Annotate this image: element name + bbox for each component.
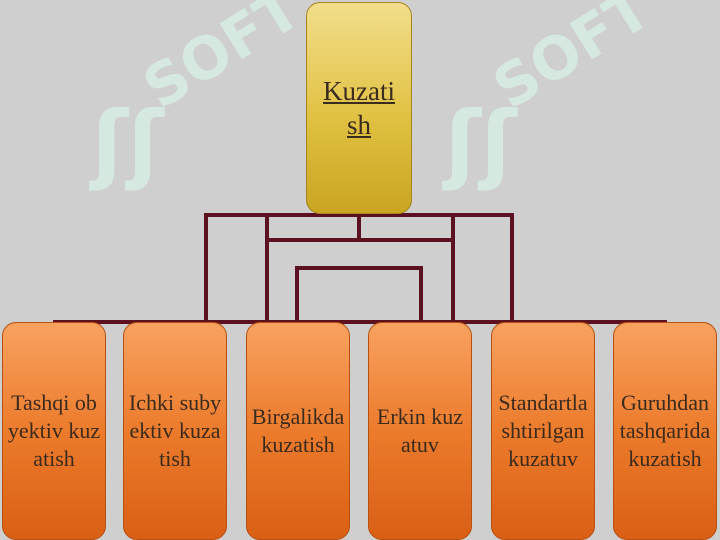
child-node-label: Tashqi obyektiv kuzatish (7, 390, 101, 471)
child-node-1: Tashqi obyektiv kuzatish (2, 322, 106, 540)
root-node: Kuzatish (306, 2, 412, 214)
child-node-6: Guruhdan tashqarida kuzatish (613, 322, 717, 540)
child-node-label: Birgalikda kuzatish (251, 404, 345, 457)
child-node-3: Birgalikda kuzatish (246, 322, 350, 540)
child-node-5: Standartlashtirilgan kuzatuv (491, 322, 595, 540)
child-node-label: Guruhdan tashqarida kuzatish (619, 390, 711, 471)
root-node-label: Kuzatish (323, 76, 395, 140)
child-node-label: Erkin kuzatuv (376, 404, 464, 457)
child-node-4: Erkin kuzatuv (368, 322, 472, 540)
child-node-2: Ichki subyektiv kuzatish (123, 322, 227, 540)
child-node-label: Standartlashtirilgan kuzatuv (498, 390, 588, 471)
child-node-label: Ichki subyektiv kuzatish (128, 390, 222, 471)
